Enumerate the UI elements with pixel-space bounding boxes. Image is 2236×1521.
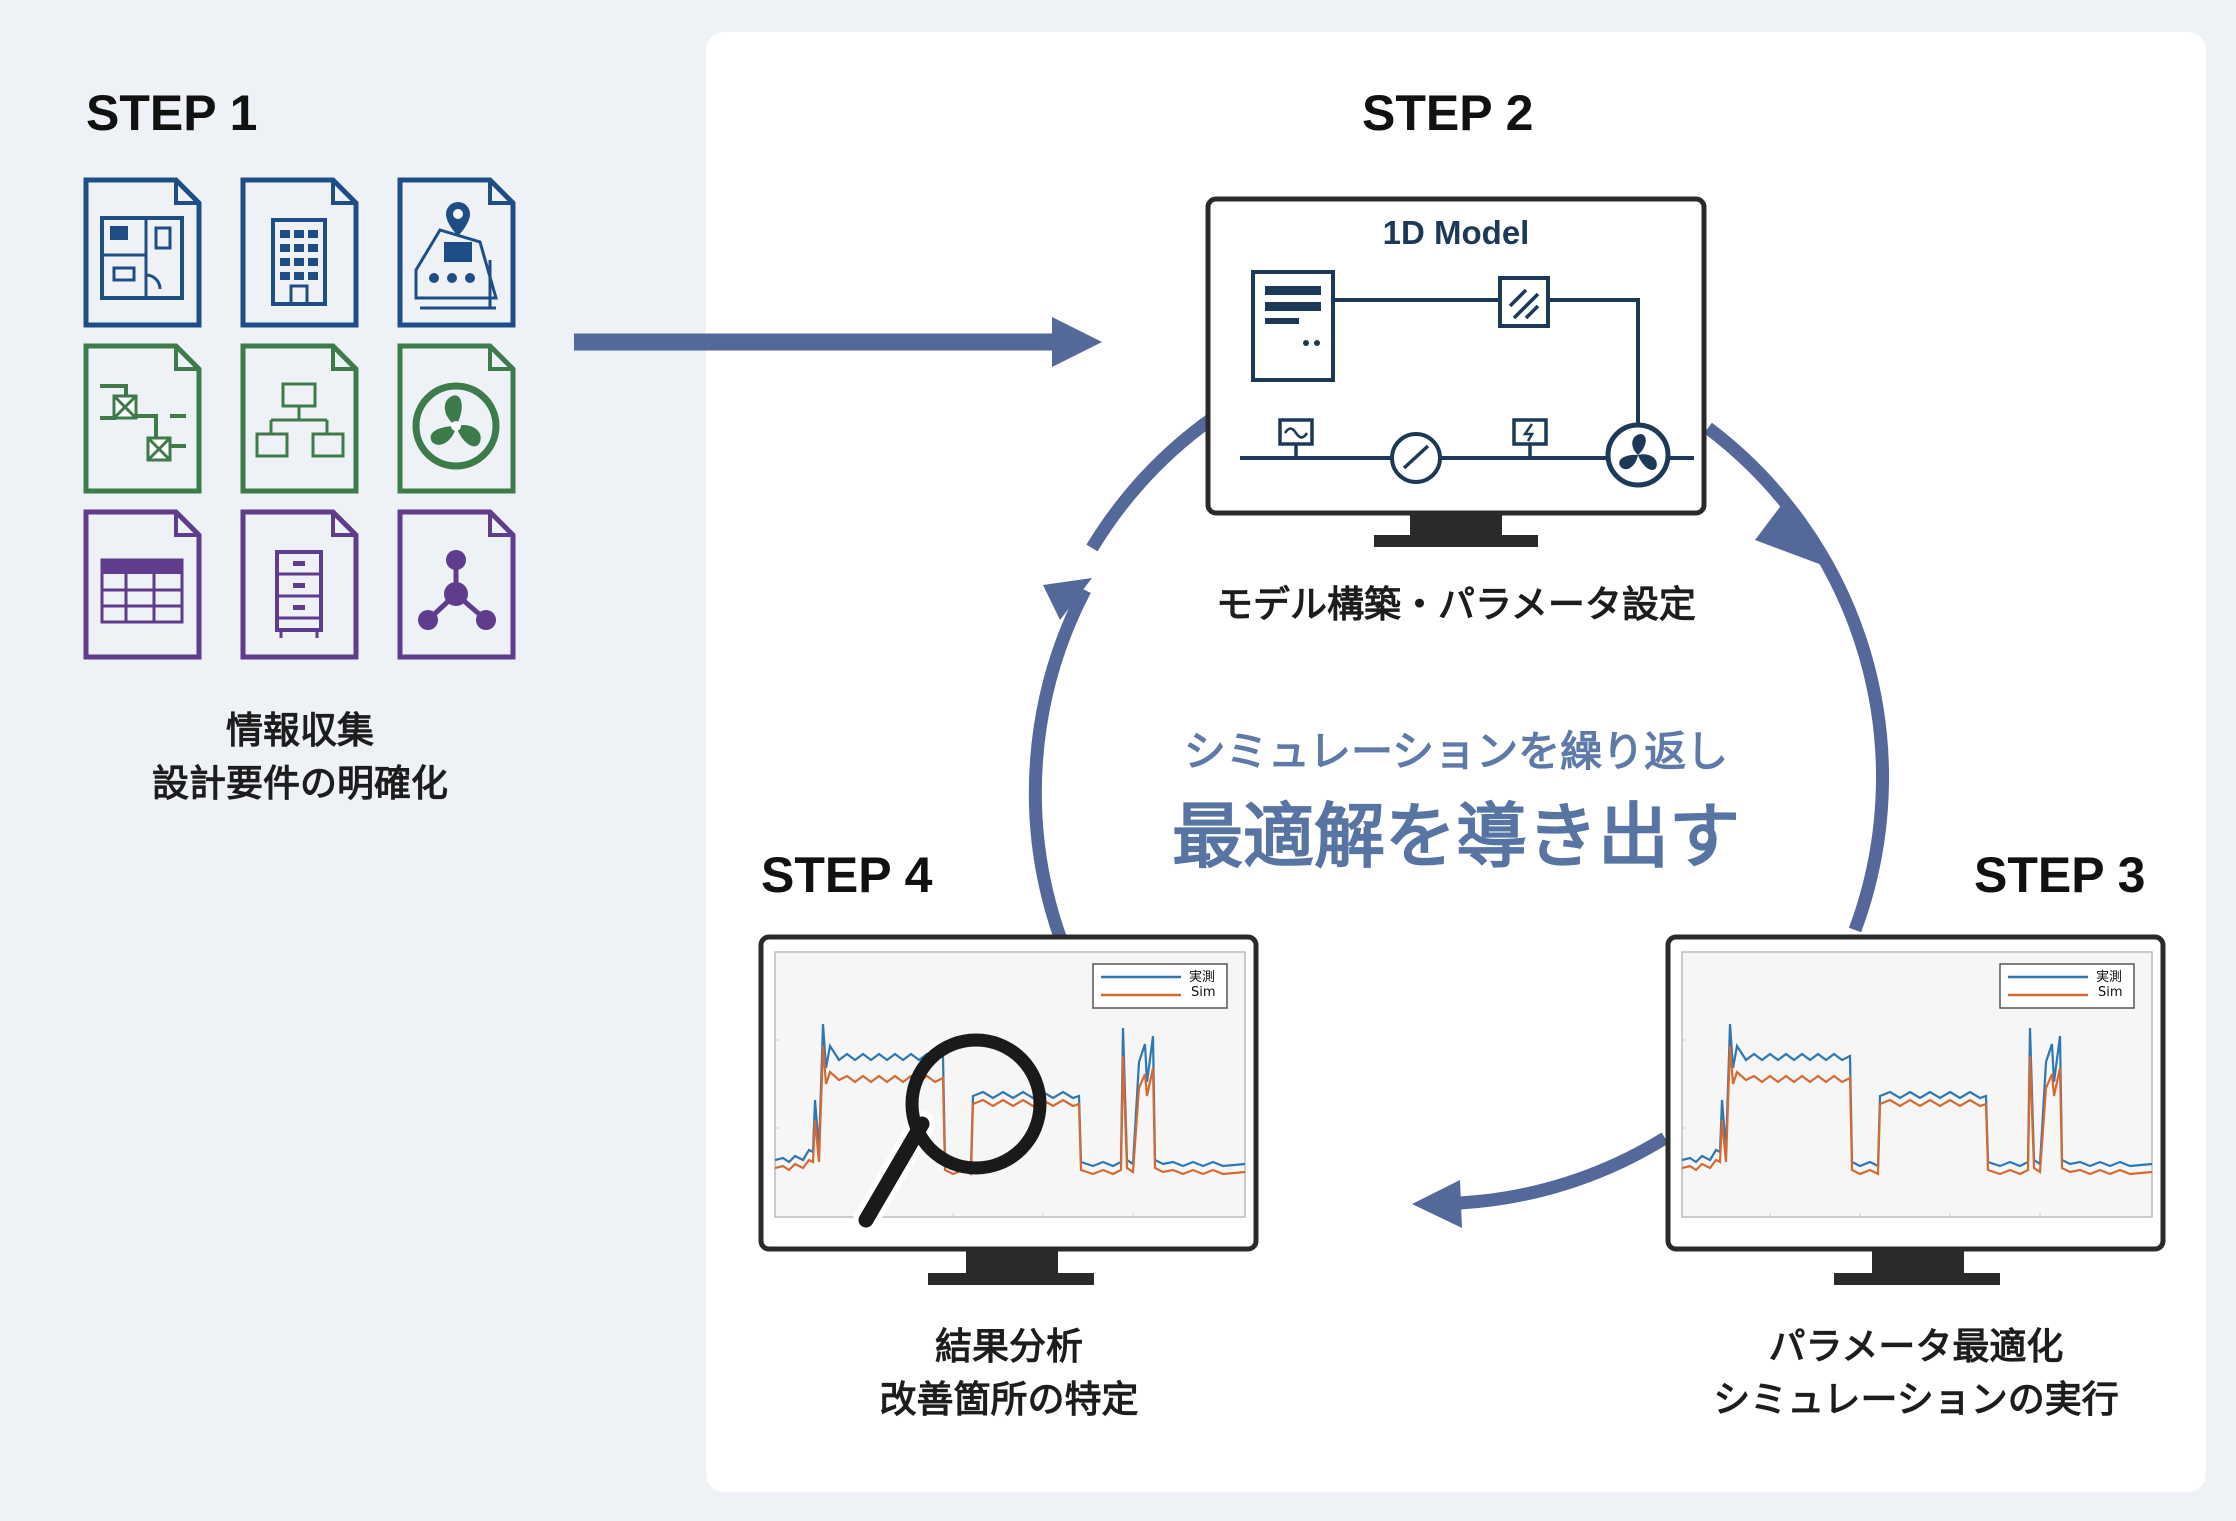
center-message-line2: 最適解を導き出す — [1171, 795, 1740, 878]
filter-icon — [1498, 276, 1550, 328]
site-map-doc-icon — [397, 177, 516, 328]
arrowhead-right — [1755, 503, 1822, 565]
step4-caption-line2: 改善箇所の特定 — [879, 1378, 1139, 1421]
step1-label: STEP 1 — [86, 85, 258, 141]
cycle-arc-bottom — [1459, 1132, 1669, 1210]
step3-label: STEP 3 — [1974, 847, 2146, 903]
step3-legend-sim: Sim — [2098, 985, 2123, 1000]
model-monitor — [1205, 196, 1707, 547]
step4-monitor — [758, 934, 1259, 1285]
step1-to-step2-arrowhead — [1052, 317, 1102, 367]
arrowhead-left — [1043, 578, 1092, 620]
center-message-line1: シミュレーションを繰り返し — [1183, 727, 1729, 776]
cycle-arc-top-left — [1086, 414, 1214, 552]
step3-measured-line — [1682, 1023, 2152, 1168]
cycle-arc-left — [1028, 586, 1091, 940]
step3-legend-measured: 実測 — [2096, 970, 2123, 985]
network-doc-icon — [397, 509, 516, 660]
step1-caption-line2: 設計要件の明確化 — [152, 762, 448, 805]
flowchart-doc-icon — [240, 343, 359, 494]
step1-caption-line1: 情報収集 — [226, 709, 374, 752]
step4-legend — [1092, 963, 1228, 1009]
step3-monitor — [1665, 934, 2166, 1285]
table-doc-icon — [83, 509, 202, 660]
step4-measured-line — [775, 1023, 1245, 1168]
step2-label: STEP 2 — [1362, 85, 1534, 141]
step4-caption: 結果分析 改善箇所の特定 — [809, 1320, 1209, 1426]
cycle-arc-right — [1704, 422, 1890, 933]
fan-doc-icon — [397, 343, 516, 494]
cabinet-doc-icon — [240, 509, 359, 660]
step3-sim-line — [1682, 1045, 2152, 1176]
model-pipe-top — [1333, 298, 1640, 423]
sensor-icon-right — [1512, 418, 1548, 446]
step3-caption: パラメータ最適化 シミュレーションの実行 — [1666, 1320, 2166, 1426]
step3-legend — [1999, 963, 2135, 1009]
step2-caption: モデル構築・パラメータ設定 — [1216, 583, 1696, 626]
arrowhead-bottom — [1412, 1180, 1462, 1228]
step3-caption-line2: シミュレーションの実行 — [1713, 1378, 2119, 1421]
floor-plan-doc-icon — [83, 177, 202, 328]
step4-legend-sim: Sim — [1191, 985, 1216, 1000]
step4-label: STEP 4 — [761, 847, 933, 903]
building-doc-icon — [240, 177, 359, 328]
step4-legend-measured: 実測 — [1189, 970, 1216, 985]
step4-caption-line1: 結果分析 — [935, 1325, 1083, 1368]
magnifier-icon — [853, 1033, 1047, 1233]
step1-caption: 情報収集 設計要件の明確化 — [100, 704, 500, 810]
model-title: 1D Model — [1382, 214, 1530, 251]
duct-diagram-doc-icon — [83, 343, 202, 494]
step4-sim-line — [775, 1045, 1245, 1176]
step3-caption-line1: パラメータ最適化 — [1768, 1325, 2064, 1368]
